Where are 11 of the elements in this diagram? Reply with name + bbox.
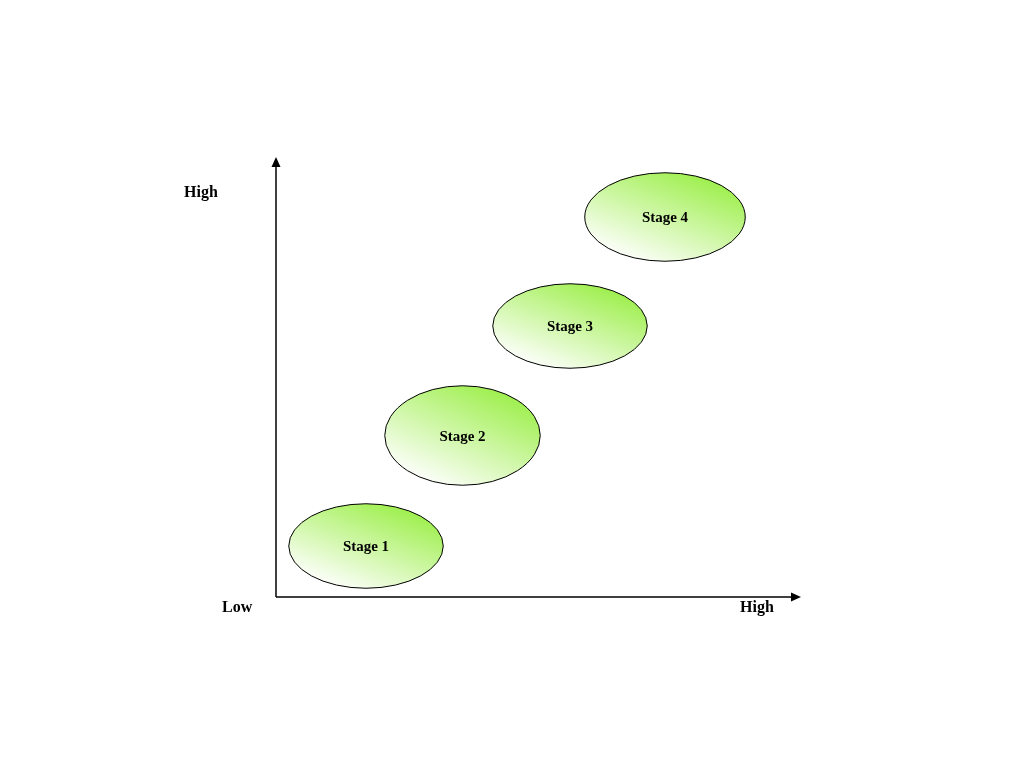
stage-label: Stage 3 <box>546 317 594 335</box>
stage-label: Stage 1 <box>342 537 390 555</box>
stage-ellipse <box>492 283 648 369</box>
axis-label: High <box>740 598 774 616</box>
stage-label: Stage 2 <box>439 427 486 444</box>
stage-label: Stage 4 <box>641 208 689 226</box>
stage-ellipse <box>384 385 541 486</box>
stage-ellipse <box>288 503 444 589</box>
axis-label: Low <box>222 598 253 616</box>
stage-ellipse <box>584 172 746 262</box>
axis-label: High <box>184 183 218 201</box>
